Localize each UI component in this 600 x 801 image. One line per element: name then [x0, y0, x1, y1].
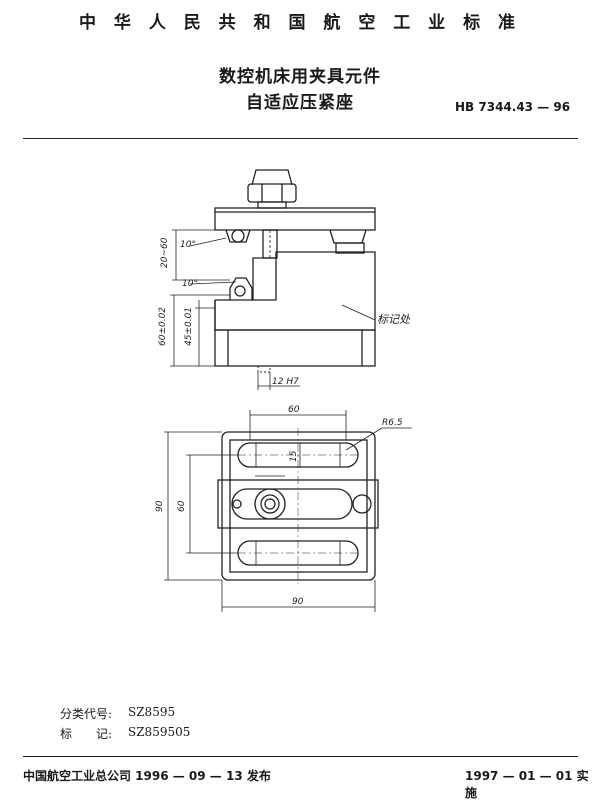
- front-view-dimensions: [170, 229, 300, 390]
- dim-slot-width: 15: [289, 450, 299, 462]
- dim-angle-bottom: 10°: [182, 279, 198, 289]
- dim-slot-spacing: 60: [288, 405, 300, 415]
- header-divider: [23, 138, 578, 139]
- front-view: [214, 169, 376, 373]
- class-code-label: 分类代号:: [60, 707, 113, 721]
- standard-number: HB 7344.43 — 96: [455, 100, 571, 114]
- dim-slot: 12 H7: [272, 377, 299, 387]
- mark-label: 标 记:: [60, 727, 113, 741]
- dim-range: 20~60: [160, 237, 170, 268]
- marking-label: 标记处: [377, 313, 411, 326]
- top-view: [217, 428, 379, 584]
- document-title-line1: 数控机床用夹具元件: [219, 67, 381, 87]
- dim-width: 90: [292, 597, 304, 607]
- issued-info: 中国航空工业总公司 1996 — 09 — 13 发布: [23, 769, 271, 783]
- class-code-value: SZ8595: [128, 705, 176, 719]
- dim-height-outer: 90: [155, 500, 165, 512]
- dim-inner-height: 45±0.01: [184, 307, 194, 346]
- dim-angle-top: 10°: [180, 240, 196, 250]
- mark-value: SZ859505: [128, 725, 191, 739]
- dim-height: 60±0.02: [158, 307, 168, 346]
- dim-height-inner: 60: [177, 500, 187, 512]
- footer-divider: [23, 756, 578, 757]
- national-standard-header: 中 华 人 民 共 和 国 航 空 工 业 标 准: [78, 13, 522, 33]
- document-title-line2: 自适应压紧座: [246, 93, 354, 113]
- dim-radius: R6.5: [382, 418, 403, 428]
- top-view-dimensions: [164, 410, 412, 612]
- effective-date: 1997 — 01 — 01 实施: [465, 769, 589, 800]
